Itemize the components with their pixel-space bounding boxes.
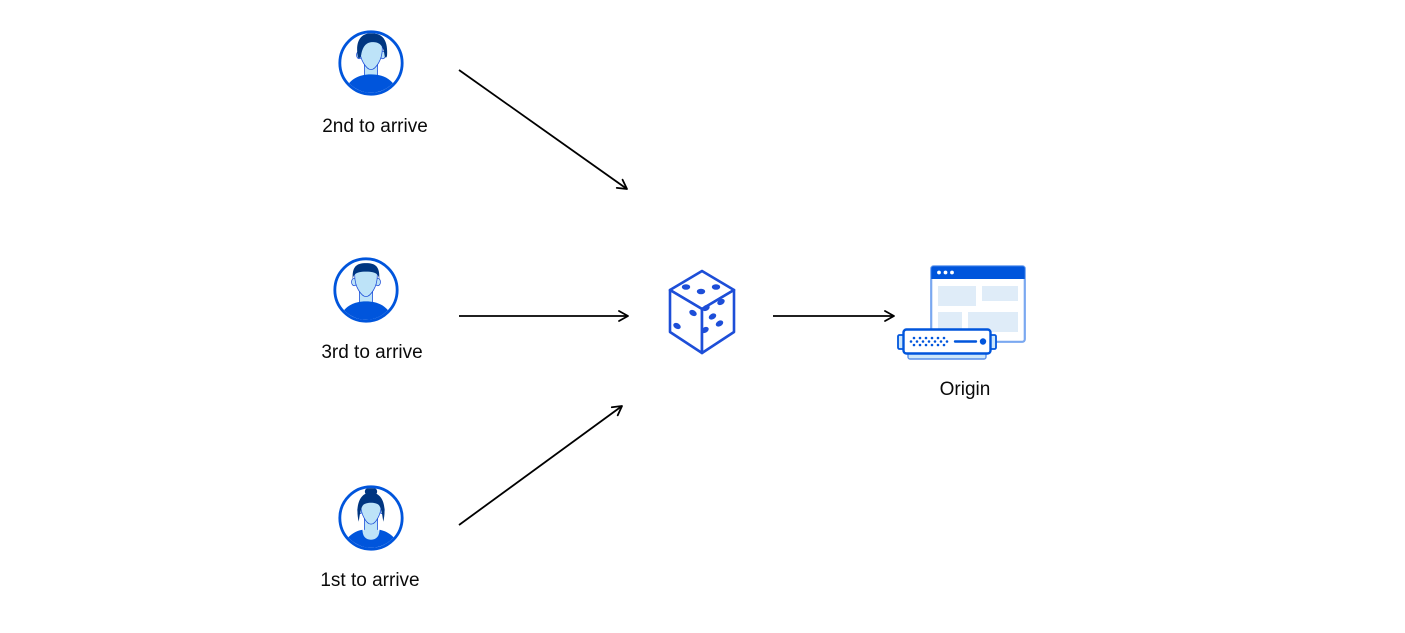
arrow-client2nd-to-dice xyxy=(458,69,628,190)
client-label: 2nd to arrive xyxy=(322,116,428,137)
arrow-client1st-to-dice xyxy=(458,405,623,526)
dice-pips xyxy=(673,284,725,334)
client-node-2nd: 2nd to arrive xyxy=(295,29,455,141)
client-node-3rd: 3rd to arrive xyxy=(292,256,452,368)
man-swept-hair-avatar-icon xyxy=(338,30,404,96)
server-vent-dots xyxy=(909,336,949,347)
origin-node: Origin xyxy=(895,265,1035,405)
window-content-blocks xyxy=(938,286,1018,332)
client-label: 3rd to arrive xyxy=(321,342,423,363)
man-short-hair-avatar-icon xyxy=(333,257,399,323)
dice-icon xyxy=(668,269,736,355)
server-icon xyxy=(897,328,997,360)
woman-bun-avatar-icon xyxy=(338,485,404,551)
server-status-dot xyxy=(979,338,987,345)
client-label: 1st to arrive xyxy=(320,570,420,591)
browser-window-icon xyxy=(930,265,1026,343)
origin-label: Origin xyxy=(939,379,991,400)
window-controls-dots xyxy=(937,270,954,275)
dice-node xyxy=(667,268,737,356)
client-node-1st: 1st to arrive xyxy=(290,484,450,596)
